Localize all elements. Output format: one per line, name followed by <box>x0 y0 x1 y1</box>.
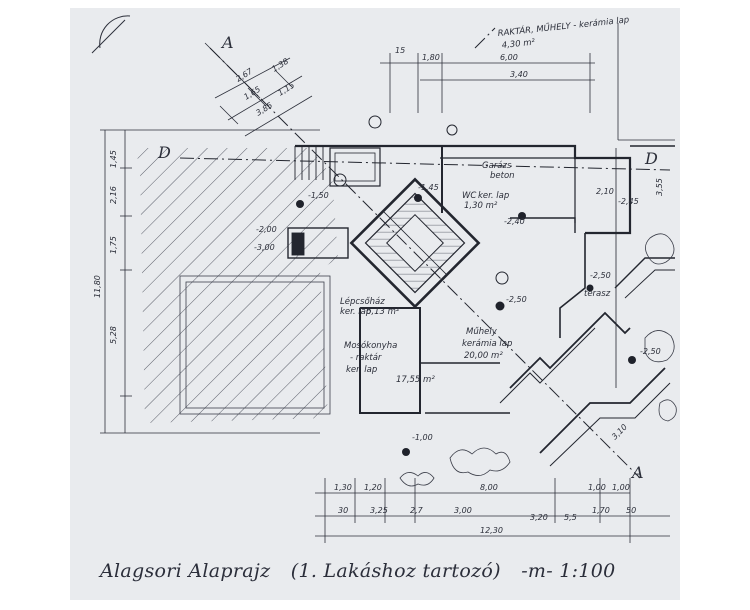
room-workshop-floor: kerámia lap <box>462 339 512 349</box>
dim-bottom-2: 3,00 <box>454 506 472 515</box>
dim-bottom-2: 30 <box>338 506 348 515</box>
column-circle-icon <box>495 271 509 285</box>
section-mark-a-top: A <box>220 33 234 52</box>
column-circle-icon <box>368 115 382 129</box>
dim-left: 5,28 <box>109 326 118 344</box>
room-laundry-extra: - raktár <box>350 353 382 363</box>
drawing-sheet: A A D D RAKTÁR, MŰHELY - kerámia lap 4,3… <box>70 8 680 600</box>
level-value: -1,45 <box>418 183 439 192</box>
hatched-ground-area <box>135 148 338 423</box>
section-mark-d-left: D <box>157 143 171 162</box>
dim-bottom-1: 1,00 <box>612 483 630 492</box>
dim-bottom-2: 1,70 <box>592 506 610 515</box>
level-value: -1,50 <box>308 191 329 200</box>
caption-subtitle: (1. Lakáshoz tartozó) <box>290 560 501 582</box>
level-dot <box>414 194 422 202</box>
dim-left: 1,45 <box>109 150 118 168</box>
dim-right: 3,55 <box>655 178 664 196</box>
dim-left: 2,16 <box>109 186 118 204</box>
dim-top: 3,40 <box>510 70 528 79</box>
angled-dimension-chain <box>204 42 313 137</box>
dim-bottom-2: 50 <box>626 506 636 515</box>
entrance-steps <box>287 146 349 259</box>
section-mark-d-right: D <box>644 149 658 168</box>
section-line-a <box>209 27 641 479</box>
room-wc-area: 1,30 m² <box>464 201 498 211</box>
dim-bottom-2: 5,5 <box>564 513 577 522</box>
section-mark-a-bottom: A <box>630 463 644 482</box>
level-value: -2,45 <box>618 197 639 206</box>
storage-note: RAKTÁR, MŰHELY - kerámia lap <box>497 13 630 39</box>
room-laundry-area: 17,55 m² <box>396 375 435 385</box>
room-terrace: terasz <box>584 289 611 299</box>
room-garage: Garázs <box>482 161 512 171</box>
level-dot <box>402 448 410 456</box>
level-dot <box>628 356 636 364</box>
level-dot <box>296 200 304 208</box>
top-dimension-chain <box>380 23 675 141</box>
column-markers <box>333 115 509 285</box>
level-value: -2,40 <box>504 217 525 226</box>
dim-top: 6,00 <box>500 53 518 62</box>
dim-bottom-1: 1,30 <box>334 483 352 492</box>
room-stair: Lépcsőház <box>340 296 385 307</box>
dim-left: 1,75 <box>109 236 118 254</box>
level-value: -2,00 <box>256 225 277 234</box>
level-value: -2,50 <box>590 271 611 280</box>
room-wc: WC <box>462 191 476 201</box>
left-dimension-chain <box>100 129 320 434</box>
room-wc-floor: ker. lap <box>478 191 509 201</box>
dim-bottom-2: 3,20 <box>530 513 548 522</box>
dim-angled: 3,85 <box>254 101 274 118</box>
dim-bottom-2: 3,25 <box>370 506 388 515</box>
dim-bottom-2: 2,7 <box>410 506 424 515</box>
caption-scale: -m- 1:100 <box>521 560 616 582</box>
level-dot <box>586 284 594 292</box>
dim-angled: 1,15 <box>276 81 296 98</box>
dim-bottom-1: 1,00 <box>588 483 606 492</box>
level-value: -2,50 <box>506 295 527 304</box>
room-stair-floor: ker. lap <box>340 307 371 317</box>
room-workshop-area: 20,00 m² <box>464 351 503 361</box>
north-arrow-icon <box>91 15 131 54</box>
stair-core <box>349 177 481 309</box>
drawing-caption: Alagsori Alaprajz (1. Lakáshoz tartozó) … <box>100 560 630 582</box>
terrace-walls <box>499 257 675 467</box>
room-stair-area: 6,13 m² <box>366 307 400 317</box>
dim-bottom-1: 8,00 <box>480 483 498 492</box>
dim-top: 1,80 <box>422 53 440 62</box>
room-garage-floor: beton <box>490 171 515 181</box>
plantings <box>399 233 677 487</box>
level-markers <box>296 194 636 456</box>
column-circle-icon <box>333 173 347 187</box>
caption-title: Alagsori Alaprajz <box>100 560 271 582</box>
level-dot <box>495 301 505 311</box>
building-walls <box>295 144 675 414</box>
column-circle-icon <box>446 124 458 136</box>
level-value: -2,50 <box>640 347 661 356</box>
level-dot <box>518 212 526 220</box>
dim-right: 2,10 <box>596 187 614 196</box>
dim-bottom-total: 12,30 <box>480 526 503 535</box>
bottom-dimension-chain <box>315 478 670 543</box>
storage-area: 4,30 m² <box>501 37 536 50</box>
section-line-d <box>179 157 671 171</box>
dim-angled: 2,67 <box>234 66 255 84</box>
floor-plan-drawing: A A D D RAKTÁR, MŰHELY - kerámia lap 4,3… <box>91 13 677 543</box>
dim-bottom-1: 1,20 <box>364 483 382 492</box>
room-laundry-floor: ker. lap <box>346 365 377 375</box>
dim-left: 11,80 <box>93 275 102 298</box>
room-workshop: Műhely <box>466 327 498 337</box>
level-value: -3,00 <box>254 243 275 252</box>
dim-right: 3,10 <box>610 422 629 441</box>
dim-top: 15 <box>395 46 405 55</box>
room-laundry: Mosókonyha <box>344 340 397 351</box>
level-value: -1,00 <box>412 433 433 442</box>
